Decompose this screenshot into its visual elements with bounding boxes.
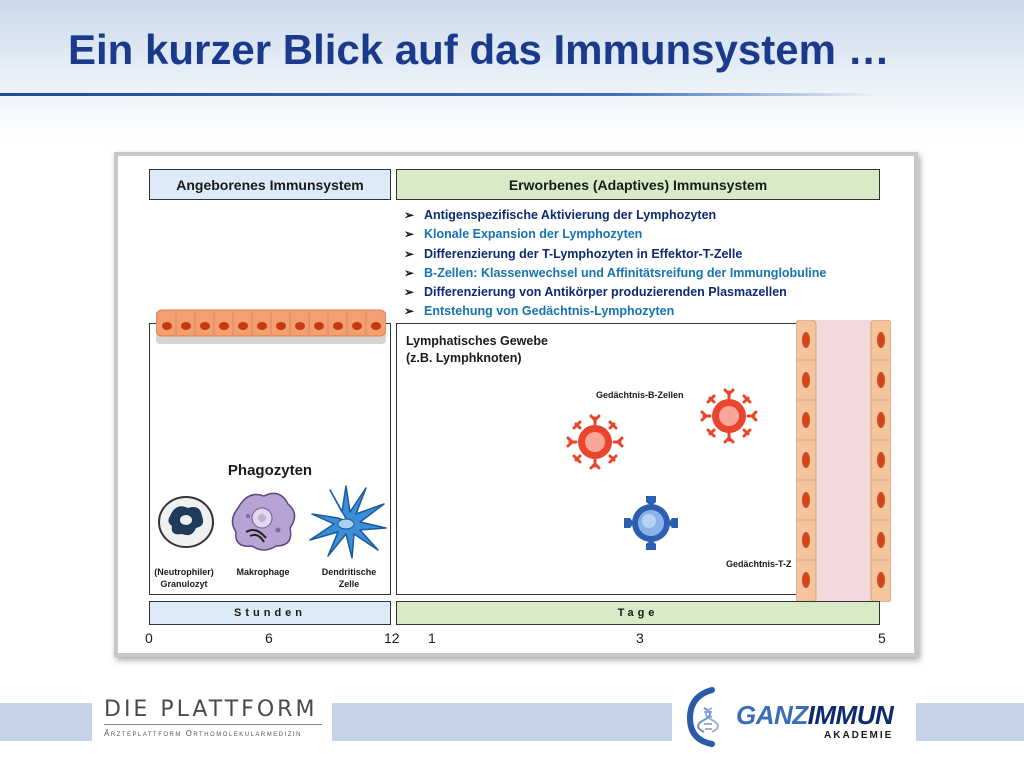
list-item: ➢ Entstehung von Gedächtnis-Lymphozyten [404,302,884,321]
dendritic-cell-caption-line2: Zelle [338,579,360,589]
ganzimmun-logo-part1: GANZ [736,700,808,730]
arrow-bullet-icon: ➢ [404,265,415,280]
timeline-tick: 5 [878,630,886,646]
lymphatic-tissue-title: Lymphatisches Gewebe (z.B. Lymphknoten) [406,333,548,367]
arrow-bullet-icon: ➢ [404,304,415,319]
ganzimmun-logo-part2: IMMUN [807,700,894,730]
list-item: ➢ Differenzierung der T-Lymphozyten in Ef… [404,245,884,264]
list-item-text: Antigenspezifische Aktivierung der Lymph… [424,208,717,222]
ganzimmun-akademie-label: AKADEMIE [824,730,894,741]
list-item-text: Klonale Expansion der Lymphozyten [424,227,643,242]
memory-t-cell-icon [624,496,678,550]
list-item-text: Entstehung von Gedächtnis-Lymphozyten [424,304,675,319]
platform-logo-subtitle: Ärzteplattform Orthomolekularmedizin [104,729,302,738]
days-timeline-bar: Tage [396,601,880,625]
ganzimmun-logo-icon [686,687,719,747]
list-item-text: B-Zellen: Klassenwechsel und Affinitätsr… [424,265,827,280]
arrow-bullet-icon: ➢ [404,227,415,242]
header-band [0,0,1024,140]
granulocyte-caption-line1: (Neutrophiler) [154,567,214,577]
granulocyte-caption: (Neutrophiler) Granulozyt [148,566,220,590]
footer-logo-area-left [92,696,332,746]
arrow-bullet-icon: ➢ [404,208,415,222]
platform-logo-title: DIE PLATTFORM [104,697,318,722]
list-item: ➢ Klonale Expansion der Lymphozyten [404,225,884,244]
memory-b-cells-label: Gedächtnis-B-Zellen [596,390,684,400]
epithelium-illustration [156,309,386,344]
list-item-text: Differenzierung der T-Lymphozyten in Eff… [424,246,743,261]
timeline-tick: 1 [428,630,436,646]
list-item: ➢ Differenzierung von Antikörper produzie… [404,283,884,302]
adaptive-immunity-label: Erworbenes (Adaptives) Immunsystem [396,169,880,200]
list-item: ➢ B-Zellen: Klassenwechsel und Affinitäts… [404,264,884,283]
dendritic-cell-caption: Dendritische Zelle [310,566,388,590]
arrow-bullet-icon: ➢ [404,285,415,300]
dendritic-cell-icon [309,485,387,559]
dendritic-cell-caption-line1: Dendritische [321,567,377,577]
adaptive-process-list: ➢ Antigenspezifische Aktivierung der Lymp… [404,206,884,322]
timeline-tick: 0 [145,630,153,646]
hours-timeline-bar: Stunden [149,601,391,625]
slide-title: Ein kurzer Blick auf das Immunsystem … [68,26,890,73]
granulocyte-cell-icon [158,496,214,548]
platform-logo-divider [104,724,322,725]
timeline-tick: 12 [384,630,400,646]
ganzimmun-logo-text: GANZIMMUN [736,700,894,731]
macrophage-caption: Makrophage [236,567,290,577]
innate-immunity-label: Angeborenes Immunsystem [149,169,391,200]
memory-t-cells-label: Gedächtnis-T-Z [726,559,792,569]
macrophage-cell-icon [231,492,296,551]
phagocytes-title: Phagozyten [227,462,313,479]
list-item-text: Differenzierung von Antikörper produzier… [424,285,787,300]
arrow-bullet-icon: ➢ [404,246,415,261]
footer-logo-area-right [672,690,916,748]
vessel-wall-left [796,320,817,602]
list-item: ➢ Antigenspezifische Aktivierung der Lymp… [404,206,884,225]
lymphatic-tissue-title-line2: (z.B. Lymphknoten) [406,351,522,365]
vessel-lumen [814,320,872,602]
memory-b-cell-icon [566,414,624,470]
granulocyte-caption-line2: Granulozyt [160,579,208,589]
title-underline [0,93,880,96]
vessel-wall-right [870,320,891,602]
timeline-tick: 6 [265,630,273,646]
blood-vessel-illustration [796,320,891,602]
lymphatic-tissue-title-line1: Lymphatisches Gewebe [406,334,548,348]
memory-b-cell-icon [700,388,758,444]
timeline-tick: 3 [636,630,644,646]
